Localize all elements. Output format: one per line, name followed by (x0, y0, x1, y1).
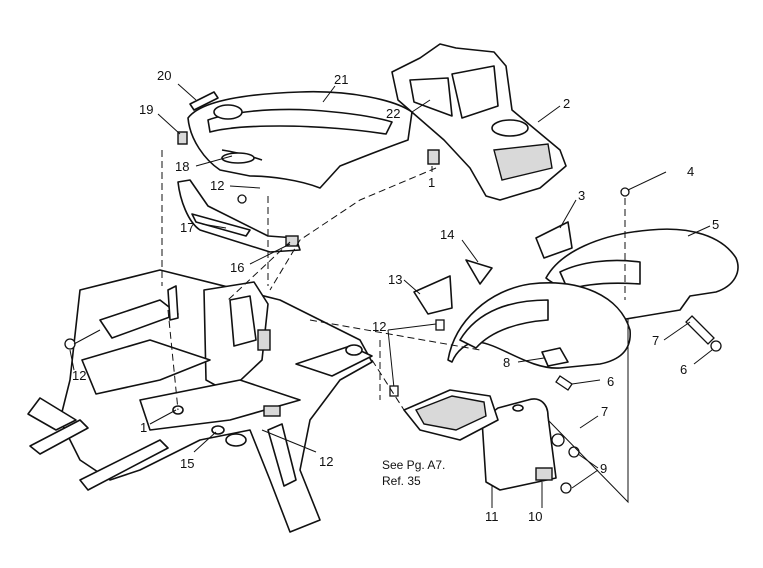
front-fender-part-14 (447, 239, 631, 369)
callout-15: 15 (180, 456, 194, 471)
decal-part-3 (535, 199, 577, 259)
leader-1-frame (149, 409, 177, 425)
callout-11: 11 (485, 509, 499, 524)
bolt-part-12-left (64, 329, 101, 371)
screw-part-12-hood (229, 185, 261, 204)
callout-14: 14 (440, 227, 454, 242)
callout-18: 18 (175, 159, 189, 174)
callout-19: 19 (139, 102, 153, 117)
bolt-part-12-fender (387, 319, 445, 397)
leader-12-frame (261, 429, 317, 453)
callout-16: 16 (230, 260, 244, 275)
callout-2: 2 (563, 96, 570, 111)
dash-line-clip-1 (269, 167, 437, 291)
bracket-part-8 (517, 347, 569, 367)
callout-20: 20 (157, 68, 171, 83)
callout-12-left: 12 (72, 368, 86, 383)
callout-4: 4 (687, 164, 694, 179)
reference-note-line2: Ref. 35 (382, 474, 421, 488)
hardware-part-7-9-10 (535, 318, 629, 508)
footrest-ref-35 (403, 389, 499, 441)
callout-1-upper: 1 (428, 175, 435, 190)
callout-6-fender: 6 (607, 374, 614, 389)
callout-21: 21 (334, 72, 348, 87)
dash-line-grille (227, 241, 291, 301)
callout-12-fender: 12 (372, 319, 386, 334)
callout-13: 13 (388, 272, 402, 287)
front-hood-part-21 (187, 85, 413, 189)
lower-grille-part-17 (177, 179, 301, 253)
callout-7-lower: 7 (601, 404, 608, 419)
callout-5: 5 (712, 217, 719, 232)
decal-part-13 (403, 275, 453, 315)
dash-line-footrest (371, 359, 405, 411)
bolt-part-4 (620, 171, 667, 300)
callout-17: 17 (180, 220, 194, 235)
bolts-part-6-7-right (663, 315, 722, 365)
callout-12-frame: 12 (319, 454, 333, 469)
bolt-part-6-fender (555, 375, 601, 391)
callout-6-right: 6 (680, 362, 687, 377)
reference-note-line1: See Pg. A7. (382, 458, 445, 472)
leader-15 (193, 431, 217, 453)
clip-part-1-upper (427, 149, 440, 172)
dash-line-fender (309, 319, 481, 351)
callout-8: 8 (503, 355, 510, 370)
callout-22: 22 (386, 106, 400, 121)
callout-12-hood: 12 (210, 178, 224, 193)
callout-3: 3 (578, 188, 585, 203)
leader-18 (195, 155, 233, 167)
callout-10: 10 (528, 509, 542, 524)
callout-9: 9 (600, 461, 607, 476)
bracket-part-20 (177, 83, 219, 111)
dash-line-frame-1 (167, 309, 179, 411)
flap-plate-part-11 (481, 398, 557, 508)
callout-7-right: 7 (652, 333, 659, 348)
leader-16 (249, 243, 291, 265)
main-frame (27, 269, 373, 533)
instrument-pod-part-2 (391, 43, 567, 201)
callout-1-frame: 1 (140, 420, 147, 435)
clip-part-19 (157, 113, 188, 145)
